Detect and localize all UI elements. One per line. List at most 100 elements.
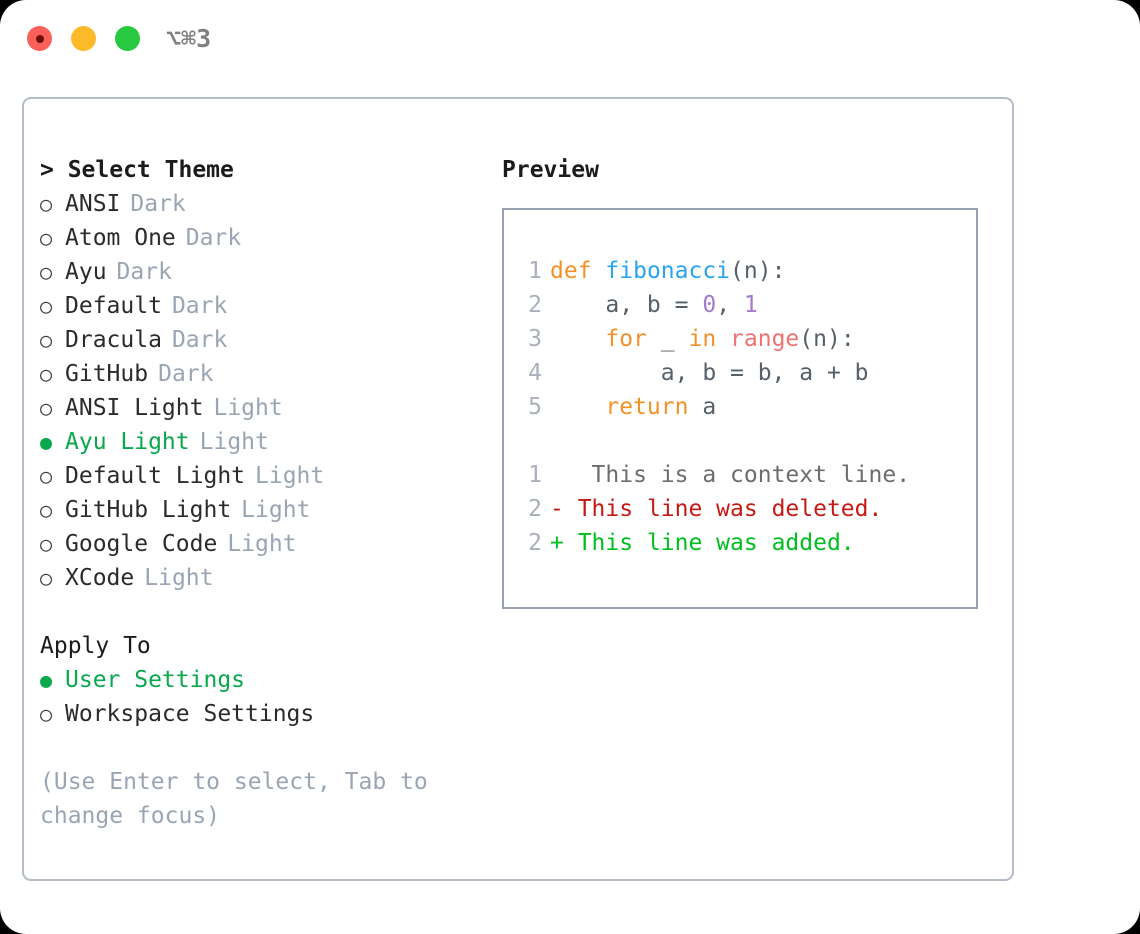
radio-unselected-icon: ○: [40, 192, 53, 216]
window-titlebar: ⌥⌘3: [0, 0, 1140, 78]
theme-option-ansi-light[interactable]: ○ ANSI Light Light: [40, 391, 490, 425]
code-line: 2 a, b = 0, 1: [518, 288, 976, 322]
radio-unselected-icon: ○: [40, 498, 53, 522]
code-token: [550, 326, 605, 352]
apply-to-option-label: User Settings: [65, 667, 246, 693]
code-token: return: [605, 394, 689, 420]
theme-option-ayu[interactable]: ○ Ayu Dark: [40, 255, 490, 289]
radio-unselected-icon: ○: [40, 702, 53, 726]
diff-text: This line was added.: [563, 530, 855, 556]
traffic-light-buttons: [27, 26, 140, 51]
keyboard-hint-text: (Use Enter to select, Tab to change focu…: [40, 769, 442, 829]
line-number: 5: [528, 394, 542, 420]
theme-option-github-light[interactable]: ○ GitHub Light Light: [40, 493, 490, 527]
code-token: (n):: [730, 258, 786, 284]
code-token: in: [688, 326, 717, 352]
diff-text: This line was deleted.: [563, 496, 883, 522]
radio-unselected-icon: ○: [40, 566, 53, 590]
line-number: 1: [528, 258, 542, 284]
theme-variant-tag: Light: [213, 395, 283, 421]
code-token: [550, 394, 605, 420]
theme-variant-tag: Dark: [130, 191, 186, 217]
apply-to-option-user-settings[interactable]: ● User Settings: [40, 663, 490, 697]
theme-option-label: ANSI: [65, 191, 121, 217]
diff-sign: [550, 462, 564, 488]
diff-text: This is a context line.: [563, 462, 911, 488]
code-token: a, b = b, a + b: [550, 360, 869, 386]
radio-unselected-icon: ○: [40, 464, 53, 488]
theme-option-default[interactable]: ○ Default Dark: [40, 289, 490, 323]
theme-variant-tag: Light: [255, 463, 325, 489]
radio-unselected-icon: ○: [40, 362, 53, 386]
theme-option-label: Default: [65, 293, 162, 319]
theme-variant-tag: Dark: [171, 293, 228, 319]
code-token: a, b =: [550, 292, 703, 318]
diff-sign: +: [550, 530, 564, 556]
theme-option-github[interactable]: ○ GitHub Dark: [40, 357, 490, 391]
apply-to-list: ● User Settings ○ Workspace Settings: [40, 663, 490, 731]
theme-option-xcode[interactable]: ○ XCode Light: [40, 561, 490, 595]
minimize-button[interactable]: [71, 26, 96, 51]
line-number: 2: [528, 530, 542, 556]
code-line: 3 for _ in range(n):: [518, 322, 976, 356]
line-number: 2: [528, 496, 542, 522]
code-token: for: [605, 326, 647, 352]
diff-line: 1 This is a context line.: [518, 458, 976, 492]
line-number: 2: [528, 292, 542, 318]
code-line: 4 a, b = b, a + b: [518, 356, 976, 390]
radio-unselected-icon: ○: [40, 532, 53, 556]
theme-variant-tag: Light: [144, 565, 214, 591]
radio-unselected-icon: ○: [40, 226, 53, 250]
radio-selected-icon: ●: [40, 668, 53, 692]
theme-option-label: Default Light: [65, 463, 246, 489]
diff-sign: -: [550, 496, 564, 522]
theme-option-label: XCode: [65, 565, 135, 591]
theme-option-label: ANSI Light: [65, 395, 204, 421]
hint-spacer: [40, 731, 490, 765]
theme-option-label: Ayu Light: [65, 429, 190, 455]
code-token: a: [688, 394, 717, 420]
radio-unselected-icon: ○: [40, 396, 53, 420]
theme-variant-tag: Light: [227, 531, 297, 557]
code-token: (n):: [799, 326, 855, 352]
select-theme-header: > Select Theme: [40, 157, 234, 183]
theme-option-default-light[interactable]: ○ Default Light Light: [40, 459, 490, 493]
apply-to-option-label: Workspace Settings: [65, 701, 315, 727]
theme-option-label: GitHub Light: [65, 497, 232, 523]
code-token: [716, 326, 730, 352]
theme-variant-tag: Light: [241, 497, 311, 523]
close-button[interactable]: [27, 26, 52, 51]
theme-option-label: Ayu: [65, 259, 107, 285]
code-line: 5 return a: [518, 390, 976, 424]
diff-block: 1 This is a context line. 2- This line wa…: [518, 458, 976, 560]
radio-unselected-icon: ○: [40, 260, 53, 284]
line-number: 3: [528, 326, 542, 352]
code-token: fibonacci: [605, 258, 731, 284]
theme-option-label: GitHub: [65, 361, 149, 387]
code-token: ,: [716, 292, 744, 318]
list-spacer: [40, 595, 490, 629]
apply-to-header: Apply To: [40, 633, 151, 659]
theme-variant-tag: Dark: [158, 361, 214, 387]
radio-unselected-icon: ○: [40, 294, 53, 318]
theme-option-ansi[interactable]: ○ ANSI Dark: [40, 187, 490, 221]
apply-to-option-workspace-settings[interactable]: ○ Workspace Settings: [40, 697, 490, 731]
diff-line: 2 + This line was added.: [518, 526, 976, 560]
preview-title: Preview: [502, 157, 599, 183]
zoom-button[interactable]: [115, 26, 140, 51]
code-token: range: [730, 326, 800, 352]
line-number: 4: [528, 360, 542, 386]
theme-variant-tag: Dark: [116, 259, 172, 285]
